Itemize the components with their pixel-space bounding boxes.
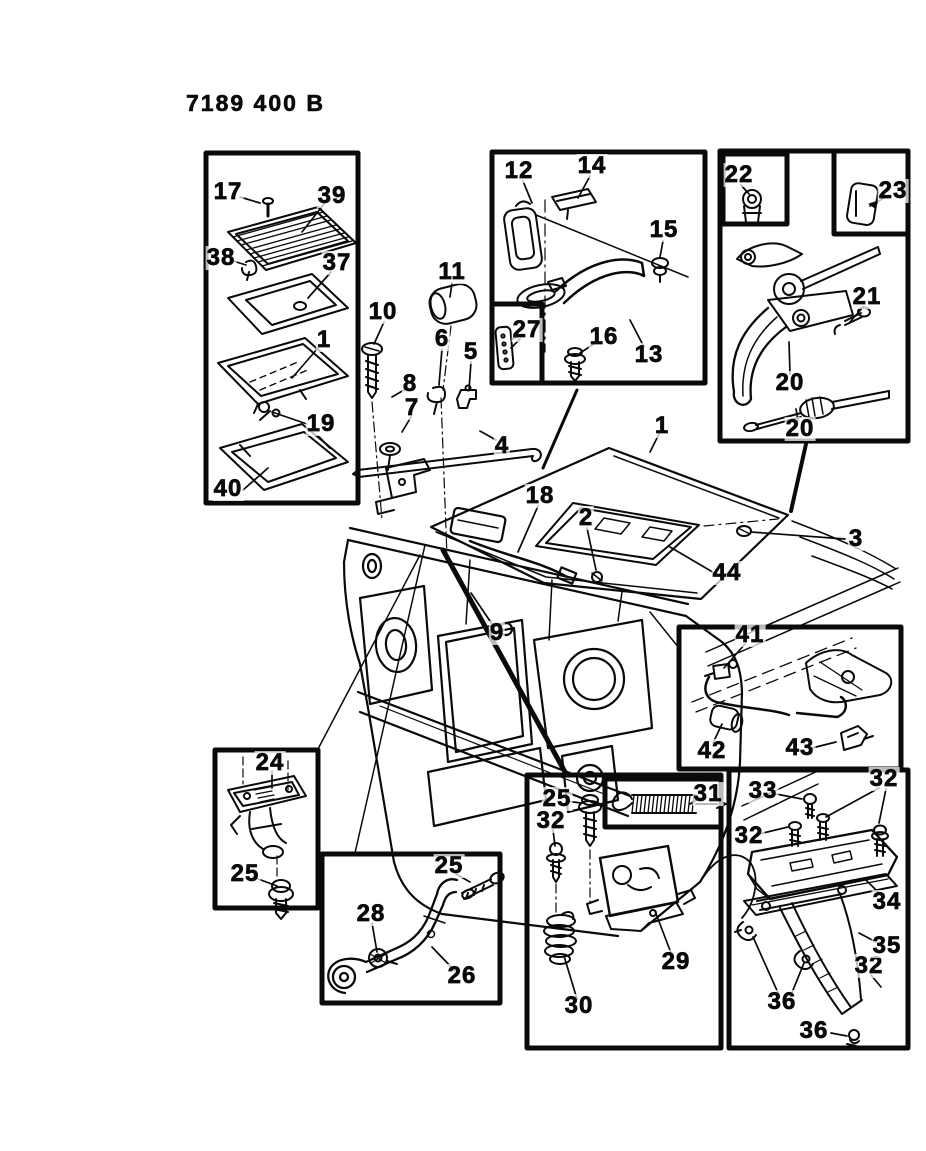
- box-h-parts: [734, 793, 899, 1048]
- box-a-parts: [217, 197, 357, 491]
- hood-panel: [429, 446, 897, 601]
- box-d-parts: [691, 637, 893, 751]
- figure-number: 7189 400 B: [186, 90, 325, 117]
- box-g-parts: [543, 791, 727, 965]
- box-b-parts: [494, 188, 689, 382]
- cross-leader-lines: [317, 388, 808, 854]
- inset-box-frames: [203, 148, 911, 1051]
- box-c-parts: [731, 182, 890, 433]
- box-f-parts: [327, 871, 505, 995]
- callout-leader-lines: [232, 175, 887, 1037]
- box-e-parts: [227, 756, 307, 920]
- front-end-panel: [342, 506, 901, 938]
- mid-cluster-parts: [352, 283, 542, 557]
